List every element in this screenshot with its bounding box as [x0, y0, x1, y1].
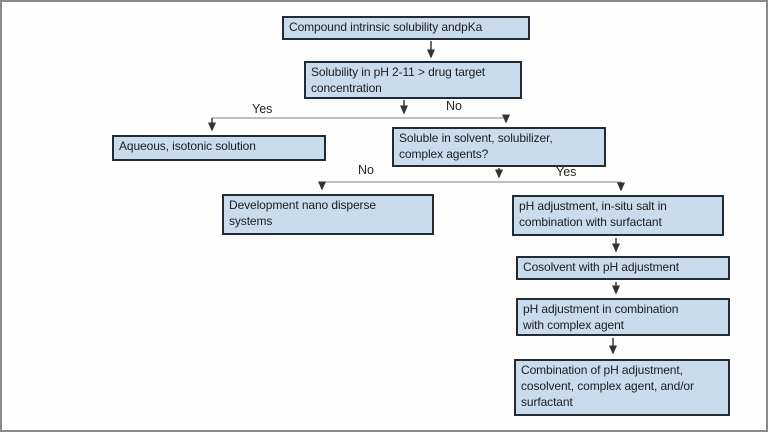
node-cosolvent: Cosolvent with pH adjustment	[516, 256, 730, 280]
node-soluble-in-solvent: Soluble in solvent, solubilizer, complex…	[392, 127, 606, 167]
node-ph-adjustment-insitu: pH adjustment, in-situ salt in combinati…	[512, 195, 724, 236]
node-ph-complex-agent: pH adjustment in combination with comple…	[516, 298, 730, 336]
node-solubility-ph-check: Solubility in pH 2-11 > drug target conc…	[304, 61, 522, 99]
node-compound-solubility: Compound intrinsic solubility andpKa	[282, 16, 530, 40]
node-combination: Combination of pH adjustment, cosolvent,…	[514, 359, 730, 416]
node-nano-disperse: Development nano disperse systems	[222, 194, 434, 235]
branch-label-no-1: No	[446, 99, 462, 113]
branch-label-yes-1: Yes	[252, 102, 273, 116]
node-aqueous-solution: Aqueous, isotonic solution	[112, 135, 326, 161]
branch-label-no-2: No	[358, 163, 374, 177]
branch-label-yes-2: Yes	[556, 165, 577, 179]
